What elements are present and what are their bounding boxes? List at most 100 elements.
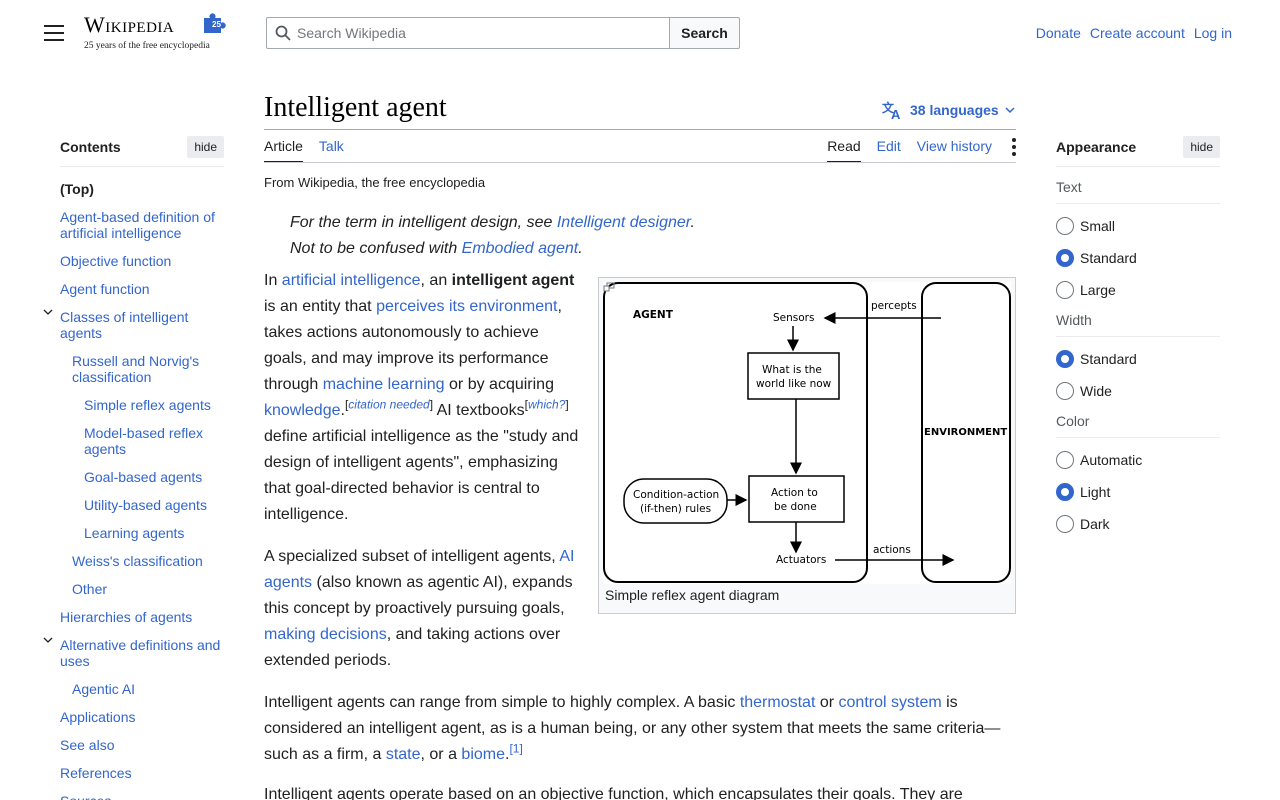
radio-label: Automatic xyxy=(1080,452,1143,468)
toc-link[interactable]: Agent function xyxy=(60,281,150,297)
tab-view-history[interactable]: View history xyxy=(916,138,992,154)
toc-link[interactable]: Russell and Norvig's classification xyxy=(72,353,200,385)
actions-label: actions xyxy=(873,544,911,556)
search-icon xyxy=(275,25,291,41)
biome-link[interactable]: biome xyxy=(461,746,505,763)
world-state-line2: world like now xyxy=(756,378,832,390)
toc-link[interactable]: Classes of intelligent agents xyxy=(60,309,189,341)
chevron-down-icon[interactable] xyxy=(43,307,53,323)
appearance-group-label: Text xyxy=(1056,179,1220,204)
toc-link[interactable]: Objective function xyxy=(60,253,172,269)
appearance-title: Appearance xyxy=(1056,139,1137,155)
toc-link[interactable]: Sources xyxy=(60,793,111,800)
radio-button[interactable] xyxy=(1056,281,1074,299)
toc-link[interactable]: Learning agents xyxy=(84,525,185,541)
tab-talk[interactable]: Talk xyxy=(318,138,344,154)
radio-button[interactable] xyxy=(1056,249,1074,267)
sensors-label: Sensors xyxy=(773,312,814,324)
simple-reflex-agent-diagram[interactable]: AGENT ENVIRONMENT Sensors percepts What … xyxy=(603,282,1011,584)
radio-width-standard[interactable]: Standard xyxy=(1056,349,1220,369)
toc-link[interactable]: Utility-based agents xyxy=(84,497,207,513)
chevron-down-icon[interactable] xyxy=(43,635,53,651)
environment-boundary xyxy=(921,282,1011,583)
radio-text-large[interactable]: Large xyxy=(1056,280,1220,300)
action-box xyxy=(748,475,845,523)
ai-agents-link[interactable]: AI agents xyxy=(264,548,575,591)
toc-item: Objective function xyxy=(60,253,224,269)
main-menu-icon[interactable] xyxy=(44,25,64,41)
making-decisions-link[interactable]: making decisions xyxy=(264,626,387,643)
toc-link[interactable]: Weiss's classification xyxy=(72,553,203,569)
toc-item: Simple reflex agents xyxy=(60,397,224,413)
appearance-group-label: Width xyxy=(1056,312,1220,337)
toc-link[interactable]: Agent-based definition of artificial int… xyxy=(60,209,215,241)
radio-color-light[interactable]: Light xyxy=(1056,482,1220,502)
which-note[interactable]: [which?] xyxy=(524,397,569,412)
search-field[interactable] xyxy=(266,17,669,49)
toc-link[interactable]: Model-based reflex agents xyxy=(84,425,204,457)
radio-button[interactable] xyxy=(1056,451,1074,469)
embodied-agent-link[interactable]: Embodied agent xyxy=(461,240,579,257)
appearance-hide-button[interactable]: hide xyxy=(1183,136,1220,158)
perceives-environment-link[interactable]: perceives its environment xyxy=(376,298,558,315)
knowledge-link[interactable]: knowledge xyxy=(264,402,341,419)
radio-width-wide[interactable]: Wide xyxy=(1056,381,1220,401)
create-account-link[interactable]: Create account xyxy=(1089,25,1185,41)
tab-read[interactable]: Read xyxy=(827,138,861,163)
donate-link[interactable]: Donate xyxy=(1035,25,1081,41)
reference-1[interactable]: [1] xyxy=(509,741,523,756)
language-button[interactable]: 文 A 38 languages xyxy=(882,100,1015,120)
paragraph-ai-agents: A specialized subset of intelligent agen… xyxy=(264,548,575,669)
toc-link[interactable]: References xyxy=(60,765,132,781)
intelligent-designer-link[interactable]: Intelligent designer xyxy=(556,214,691,231)
toc-title: Contents xyxy=(60,139,121,155)
toc-link[interactable]: Agentic AI xyxy=(72,681,136,697)
tab-article[interactable]: Article xyxy=(264,138,303,163)
state-link[interactable]: state xyxy=(385,746,421,763)
toc-link[interactable]: Goal-based agents xyxy=(84,469,203,485)
radio-color-automatic[interactable]: Automatic xyxy=(1056,450,1220,470)
toc-link[interactable]: See also xyxy=(60,737,115,753)
search-input[interactable] xyxy=(297,25,657,41)
radio-text-standard[interactable]: Standard xyxy=(1056,248,1220,268)
toc-hide-button[interactable]: hide xyxy=(187,136,224,158)
citation-needed-note[interactable]: [citation needed] xyxy=(344,397,434,412)
percepts-label: percepts xyxy=(871,300,917,312)
logo-wordmark: Wikipedia xyxy=(84,12,175,37)
radio-button[interactable] xyxy=(1056,515,1074,533)
radio-button[interactable] xyxy=(1056,483,1074,501)
login-link[interactable]: Log in xyxy=(1193,25,1232,41)
radio-text-small[interactable]: Small xyxy=(1056,216,1220,236)
toc-link[interactable]: (Top) xyxy=(60,181,94,197)
radio-color-dark[interactable]: Dark xyxy=(1056,514,1220,534)
control-system-link[interactable]: control system xyxy=(838,694,942,711)
enlarge-icon[interactable] xyxy=(603,282,615,292)
tabs-divider xyxy=(264,162,1016,163)
radio-button[interactable] xyxy=(1056,350,1074,368)
toc-link[interactable]: Simple reflex agents xyxy=(84,397,211,413)
agent-boundary xyxy=(603,282,868,583)
page-title: Intelligent agent xyxy=(264,92,447,123)
search-button[interactable]: Search xyxy=(669,17,740,49)
toc-link[interactable]: Alternative definitions and uses xyxy=(60,637,221,669)
thermostat-link[interactable]: thermostat xyxy=(739,694,816,711)
title-divider xyxy=(264,129,1016,130)
toc-link[interactable]: Hierarchies of agents xyxy=(60,609,193,625)
radio-button[interactable] xyxy=(1056,217,1074,235)
artificial-intelligence-link[interactable]: artificial intelligence xyxy=(281,272,421,289)
world-state-box xyxy=(747,352,840,400)
tab-edit[interactable]: Edit xyxy=(876,138,901,154)
toc-link[interactable]: Applications xyxy=(60,709,136,725)
toc-item: Goal-based agents xyxy=(60,469,224,485)
user-links: Donate Create account Log in xyxy=(1036,25,1232,41)
machine-learning-link[interactable]: machine learning xyxy=(322,376,445,393)
puzzle-globe-icon: 25 xyxy=(204,13,226,33)
more-tools-icon[interactable] xyxy=(1012,138,1016,156)
wikipedia-logo[interactable]: Wikipedia 25 25 years of the free encycl… xyxy=(84,12,234,54)
toc-link[interactable]: Other xyxy=(72,581,108,597)
radio-label: Light xyxy=(1080,484,1111,500)
toc-item: Agentic AI xyxy=(60,681,224,697)
radio-button[interactable] xyxy=(1056,382,1074,400)
